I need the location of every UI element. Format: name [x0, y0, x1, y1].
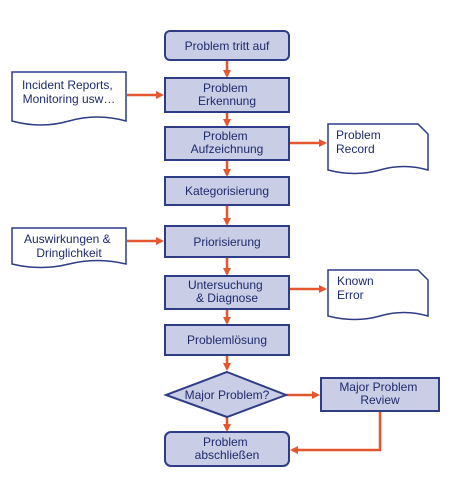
step-major-review-label: Major Problem Review [339, 380, 420, 407]
doc-problem-record-label: Problem Record [336, 128, 384, 156]
step-categorization: Kategorisierung [164, 176, 290, 206]
doc-impact-urgency: Auswirkungen & Dringlichkeit [11, 227, 127, 269]
step-start-label: Problem tritt auf [185, 39, 270, 53]
step-investigation: Untersuchung & Diagnose [164, 275, 290, 310]
step-investigation-label: Untersuchung & Diagnose [188, 278, 266, 305]
step-recording: Problem Aufzeichnung [164, 126, 290, 161]
doc-known-error: Known Error [327, 269, 429, 321]
step-detection: Problem Erkennung [164, 77, 290, 113]
flow-connectors [127, 61, 382, 454]
doc-incident-reports-label: Incident Reports, Monitoring usw… [22, 78, 116, 106]
step-close: Problem abschließen [164, 431, 290, 467]
step-resolution: Problemlösung [164, 324, 290, 356]
doc-impact-urgency-label: Auswirkungen & Dringlichkeit [24, 232, 114, 260]
decision-major-problem-label: Major Problem? [185, 388, 270, 402]
doc-incident-reports: Incident Reports, Monitoring usw… [11, 71, 127, 126]
step-start: Problem tritt auf [164, 30, 290, 61]
step-recording-label: Problem Aufzeichnung [191, 129, 264, 156]
step-resolution-label: Problemlösung [187, 333, 267, 347]
step-major-review: Major Problem Review [320, 377, 440, 412]
doc-problem-record: Problem Record [327, 123, 429, 175]
step-detection-label: Problem Erkennung [198, 81, 256, 108]
decision-major-problem: Major Problem? [163, 370, 289, 419]
step-prioritization-label: Priorisierung [193, 235, 260, 249]
arrow-major-review-to-close [290, 412, 382, 454]
step-close-label: Problem abschließen [195, 435, 260, 462]
step-prioritization: Priorisierung [164, 225, 290, 258]
step-categorization-label: Kategorisierung [185, 184, 269, 198]
doc-known-error-label: Known Error [337, 274, 377, 302]
